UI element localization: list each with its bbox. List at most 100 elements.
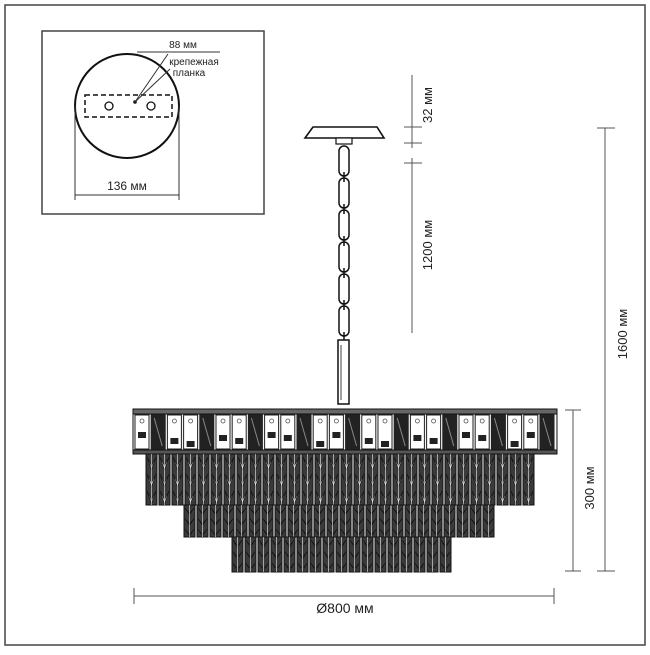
canopy-diameter-label: 136 мм <box>107 179 147 193</box>
crystal-prism <box>231 536 244 573</box>
chandelier-drawing <box>132 126 558 573</box>
crystal-prism <box>353 453 366 506</box>
crystal-prism <box>483 453 496 506</box>
crystal-prism <box>288 453 301 506</box>
crystal-prism <box>426 536 439 573</box>
crystal-prism <box>374 536 387 573</box>
crystal-prism <box>210 453 223 506</box>
crystal-prism <box>275 453 288 506</box>
crystal-prism <box>470 453 483 506</box>
crystal-prism <box>457 453 470 506</box>
crystal-prism <box>496 453 509 506</box>
crystal-prism <box>418 453 431 506</box>
chain-link <box>338 177 350 209</box>
chain-link <box>338 305 350 337</box>
crystal-prism <box>197 453 210 506</box>
crystal-prism <box>314 453 327 506</box>
crystal-prism <box>405 453 418 506</box>
crystal-prism <box>244 536 257 573</box>
crystal-prism <box>456 504 469 538</box>
crystal-prism <box>249 453 262 506</box>
crystal-prism <box>387 536 400 573</box>
crystal-prism <box>300 504 313 538</box>
crystal-prism <box>352 504 365 538</box>
crystal-prism <box>287 504 300 538</box>
dimension-total-height: 1600 мм <box>597 127 630 572</box>
plate-width-label: 88 мм <box>169 40 197 51</box>
canopy-hook <box>335 137 353 145</box>
canopy-height-label: 32 мм <box>420 87 435 123</box>
plate-name-label-line2: планка <box>173 68 206 79</box>
crystal-prism <box>443 504 456 538</box>
top-crystal-band <box>132 413 558 451</box>
crystal-prism <box>222 504 235 538</box>
crystal-prism <box>236 453 249 506</box>
chain-link <box>338 209 350 241</box>
crystal-prism <box>378 504 391 538</box>
crystal-prism <box>430 504 443 538</box>
crystal-prism <box>309 536 322 573</box>
crystal-prism <box>391 504 404 538</box>
crystal-prism <box>209 504 222 538</box>
crystal-prism <box>145 453 158 506</box>
crystal-prism <box>469 504 482 538</box>
crystal-prism <box>522 453 535 506</box>
crystal-prism <box>509 453 522 506</box>
chain-link <box>338 273 350 305</box>
crystal-prism <box>283 536 296 573</box>
crystal-prism <box>257 536 270 573</box>
suspension-rod <box>337 339 350 405</box>
crystal-prism <box>322 536 335 573</box>
crystal-tier-1 <box>145 453 535 506</box>
crystal-prism <box>301 453 314 506</box>
crystal-prism <box>335 536 348 573</box>
crystal-prism <box>444 453 457 506</box>
crystal-prism <box>248 504 261 538</box>
crystal-prism <box>413 536 426 573</box>
crystal-prism <box>235 504 248 538</box>
top-ring <box>132 408 558 415</box>
outer-border <box>4 4 646 646</box>
mounting-plate-outline <box>84 94 173 118</box>
total-height-label: 1600 мм <box>615 309 630 359</box>
crystal-prism <box>270 536 283 573</box>
chain-length-label: 1200 мм <box>420 220 435 270</box>
crystal-prism <box>417 504 430 538</box>
crystal-prism <box>392 453 405 506</box>
crystal-prism <box>262 453 275 506</box>
dimension-chain-length: 1200 мм <box>404 158 435 333</box>
crystal-prism <box>171 453 184 506</box>
ceiling-canopy <box>303 126 386 139</box>
mounting-hole-right <box>146 101 156 111</box>
chain-link <box>338 241 350 273</box>
crystal-prism <box>439 536 452 573</box>
crystal-prism <box>431 453 444 506</box>
mounting-detail-inset: 88 мм крепежная планка 136 мм <box>41 30 265 215</box>
crystal-prism <box>340 453 353 506</box>
crystal-prism <box>326 504 339 538</box>
crystal-prism <box>379 453 392 506</box>
crystal-prism <box>274 504 287 538</box>
crystal-prism <box>327 453 340 506</box>
crystal-prism <box>404 504 417 538</box>
plate-name-label-line1: крепежная <box>169 57 219 68</box>
dimension-body-height: 300 мм <box>565 409 597 572</box>
crystal-prism <box>158 453 171 506</box>
band-lower-edge <box>132 449 558 455</box>
chain-link <box>338 145 350 177</box>
crystal-prism <box>196 504 209 538</box>
crystal-prism <box>296 536 309 573</box>
crystal-prism <box>183 504 196 538</box>
diameter-label: Ø800 мм <box>316 600 373 616</box>
crystal-prism <box>184 453 197 506</box>
body-height-label: 300 мм <box>582 466 597 509</box>
crystal-prism <box>361 536 374 573</box>
crystal-prism <box>482 504 495 538</box>
dimension-canopy-height: 32 мм <box>404 75 435 148</box>
crystal-prism <box>365 504 378 538</box>
crystal-prism <box>223 453 236 506</box>
crystal-prism <box>339 504 352 538</box>
suspension-chain <box>338 145 350 342</box>
crystal-tier-3 <box>231 536 452 573</box>
